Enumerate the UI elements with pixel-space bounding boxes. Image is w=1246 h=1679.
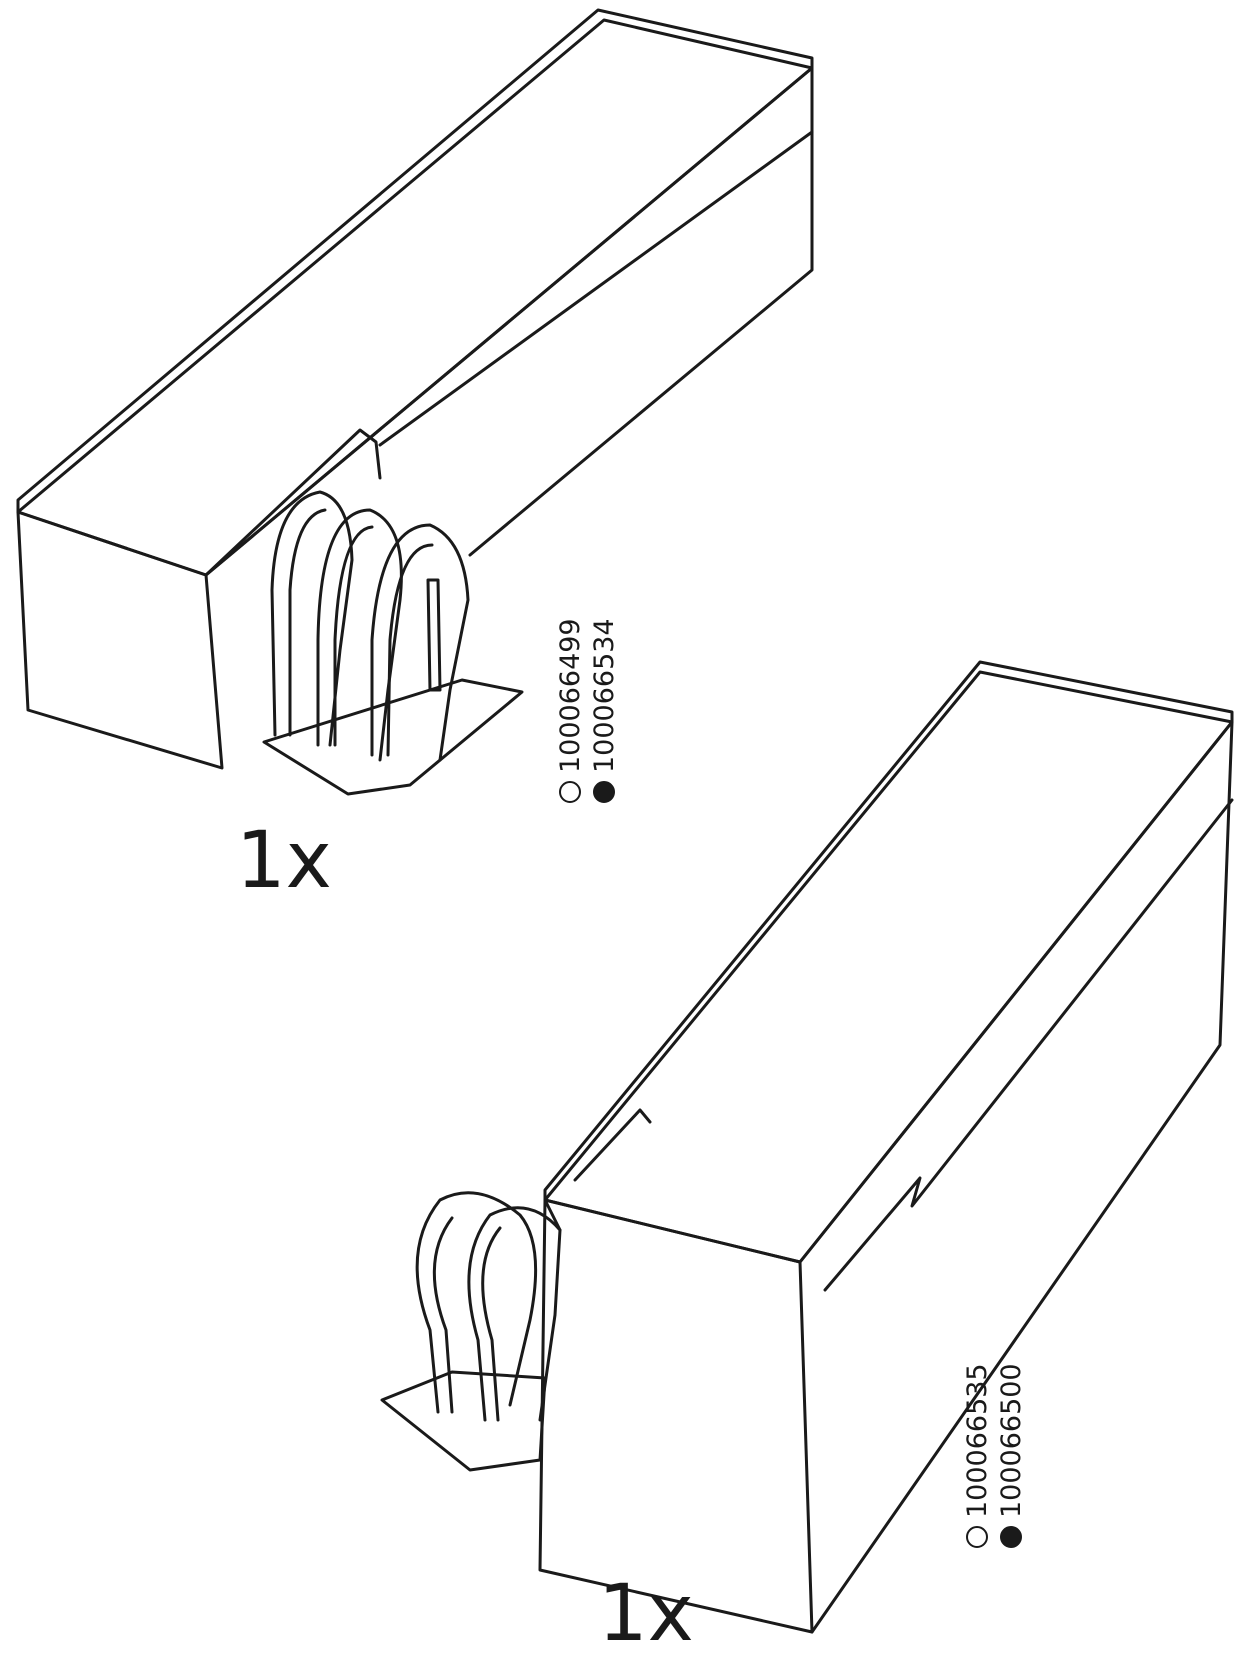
part-1-front-face [16, 510, 224, 770]
white-swatch-icon [559, 781, 581, 803]
part-2-lid-edge [543, 660, 1234, 1202]
part-1-code-black-number: 100066534 [588, 618, 620, 773]
part-2-code-white-number: 100066535 [961, 1363, 993, 1518]
part-2-quantity: 1x [598, 1569, 694, 1659]
part-2-front-face [538, 1198, 814, 1634]
part-2-top-notch [573, 1108, 652, 1182]
part-2-side-face [798, 720, 1234, 1634]
part-1-pulley [270, 490, 470, 762]
part-2-pulley [415, 1191, 562, 1422]
part-2-drawing [380, 660, 1234, 1634]
black-swatch-icon [593, 781, 615, 803]
part-1-code-white-number: 100066499 [554, 618, 586, 773]
part-2-base-plate [380, 1370, 547, 1472]
part-2-codes: 100066535 100066500 [960, 1363, 1028, 1548]
part-1-drawing [16, 8, 814, 796]
part-2-code-white: 100066535 [960, 1363, 994, 1548]
part-1-end-cap [204, 428, 382, 577]
part-2-side-seam [823, 798, 1234, 1292]
part-1-side-face [204, 66, 814, 577]
part-1-code-black: 100066534 [587, 618, 621, 803]
part-1-quantity: 1x [236, 816, 332, 906]
part-2-code-black-number: 100066500 [995, 1363, 1027, 1518]
part-2-code-black: 100066500 [994, 1363, 1028, 1548]
part-1-base-plate [262, 678, 524, 796]
part-1-top-face [16, 18, 814, 577]
part-1-codes: 100066499 100066534 [553, 618, 621, 803]
white-swatch-icon [966, 1526, 988, 1548]
part-1-lid-edge [16, 8, 814, 514]
black-swatch-icon [1000, 1526, 1022, 1548]
part-1-side-seam [378, 130, 814, 447]
part-1-code-white: 100066499 [553, 618, 587, 803]
